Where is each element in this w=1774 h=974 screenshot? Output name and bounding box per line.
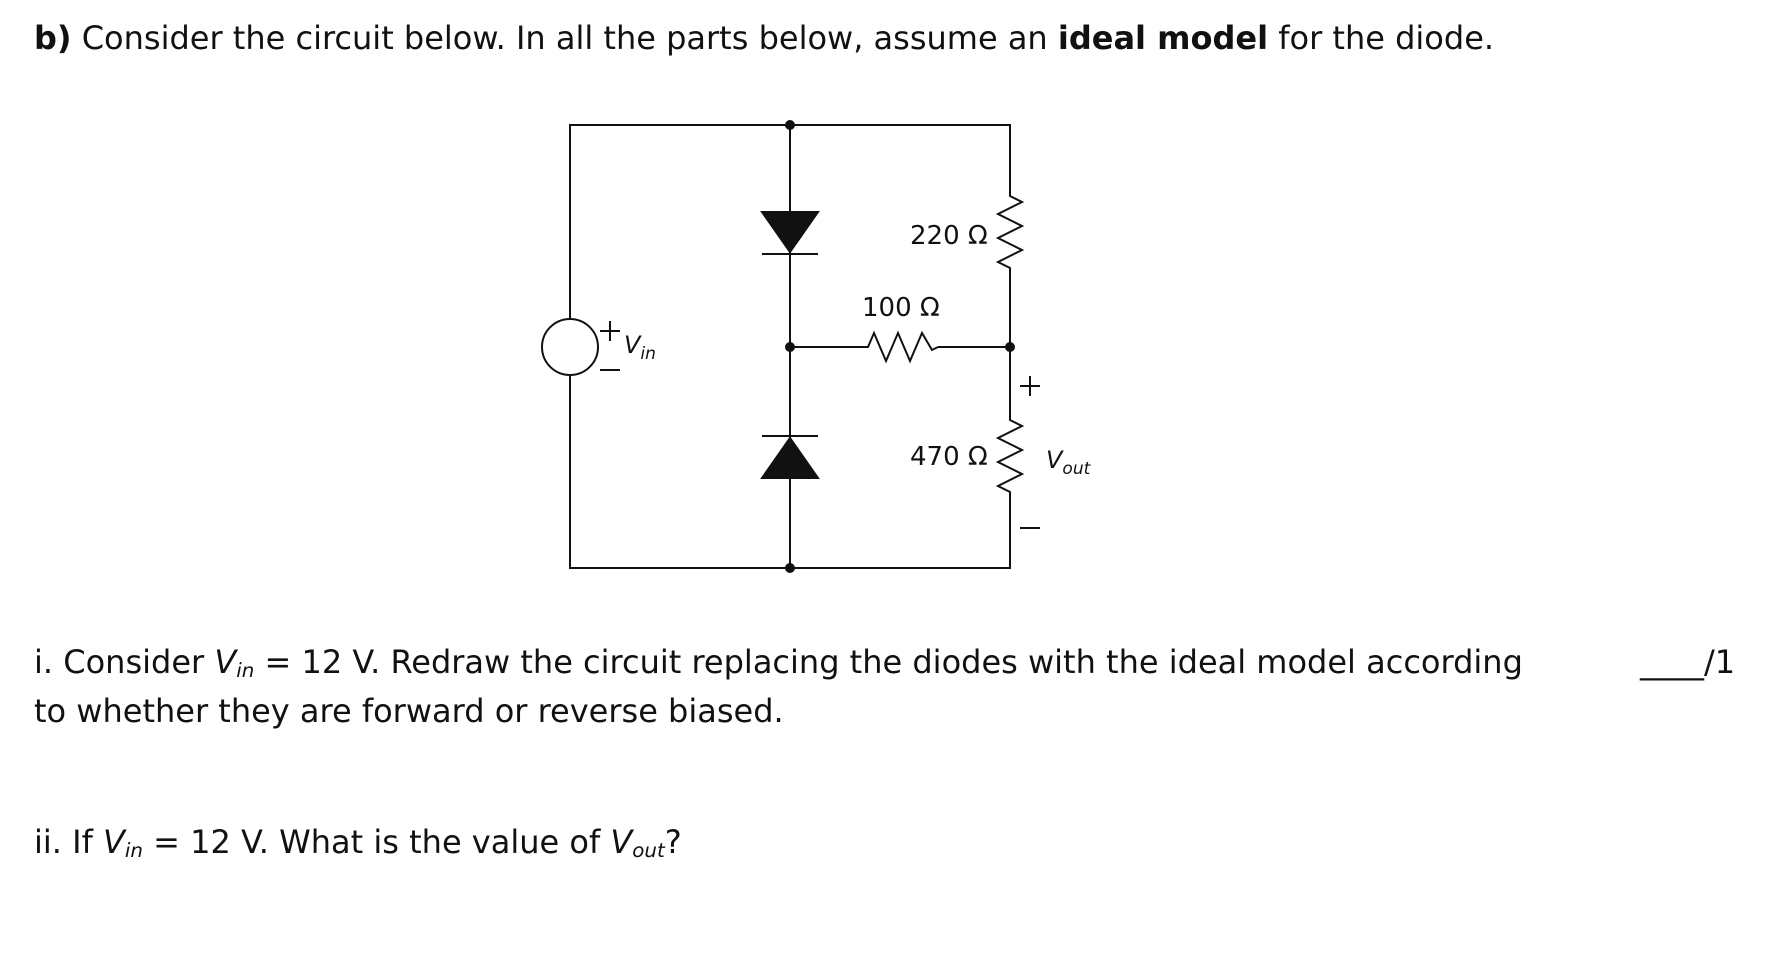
junction-mid-right: [1005, 342, 1015, 352]
junction-mid-left: [785, 342, 795, 352]
q2-var2: V: [610, 823, 633, 861]
q1-prefix: i. Consider: [34, 643, 205, 681]
question-i-line1: i. Consider Vin = 12 V. Redraw the circu…: [34, 643, 1523, 681]
voltage-source: [541, 318, 599, 376]
resistor-470: [995, 416, 1025, 496]
q2-suffix: ?: [664, 823, 682, 861]
question-i-line2: to whether they are forward or reverse b…: [34, 692, 784, 730]
junction-bottom: [785, 563, 795, 573]
resistor-100: [862, 330, 939, 364]
score-blank: ____: [1640, 643, 1704, 681]
q2-var: V: [103, 823, 125, 861]
q1-line1-rest: = 12 V. Redraw the circuit replacing the…: [264, 643, 1523, 681]
score-value: /1: [1704, 643, 1736, 681]
q2-var2-sub: out: [632, 838, 665, 862]
q2-var-sub: in: [124, 838, 143, 862]
question-heading: b) Consider the circuit below. In all th…: [34, 22, 1494, 54]
diode-bottom: [760, 435, 820, 479]
junction-top: [785, 120, 795, 130]
resistor-220: [995, 188, 1025, 270]
heading-text-bold: ideal model: [1057, 19, 1269, 57]
label-vin: Vin: [624, 331, 656, 364]
label-vout: Vout: [1046, 446, 1092, 479]
score-box: ____/1: [1640, 646, 1735, 678]
label-r220: 220 Ω: [910, 221, 988, 251]
q2-mid: = 12 V. What is the value of: [153, 823, 601, 861]
label-r470: 470 Ω: [910, 442, 988, 472]
heading-text-after: for the diode.: [1278, 19, 1495, 57]
diode-top: [760, 211, 820, 255]
question-ii: ii. If Vin = 12 V. What is the value of …: [34, 823, 682, 861]
q1-var-sub: in: [236, 658, 255, 682]
heading-text-before: Consider the circuit below. In all the p…: [81, 19, 1048, 57]
q1-var: V: [214, 643, 237, 681]
part-label: b): [34, 19, 72, 57]
label-r100: 100 Ω: [862, 293, 940, 323]
q2-prefix: ii. If: [34, 823, 93, 861]
